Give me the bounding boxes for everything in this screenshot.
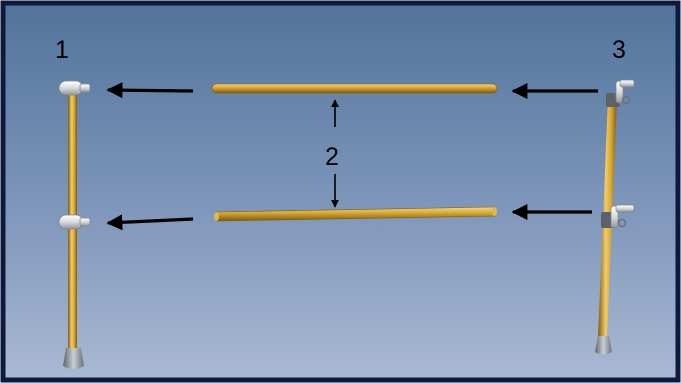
left-post-lower-fitting bbox=[58, 214, 91, 230]
arrow-upper-left bbox=[106, 82, 194, 99]
arrow-lower-left bbox=[106, 214, 194, 231]
upper-rail bbox=[211, 83, 498, 94]
right-post-upper-fitting bbox=[606, 79, 635, 107]
lower-rail bbox=[214, 206, 497, 222]
right-post bbox=[595, 79, 635, 355]
left-post-base bbox=[63, 348, 84, 369]
left-post-upper-fitting bbox=[58, 80, 91, 96]
label-part-1: 1 bbox=[55, 36, 69, 64]
label-part-2: 2 bbox=[325, 143, 339, 171]
label-part-3: 3 bbox=[612, 36, 626, 64]
assembly-arrows bbox=[106, 82, 598, 231]
right-post-base bbox=[595, 336, 612, 355]
right-post-lower-fitting bbox=[601, 204, 635, 229]
left-post bbox=[58, 80, 91, 369]
